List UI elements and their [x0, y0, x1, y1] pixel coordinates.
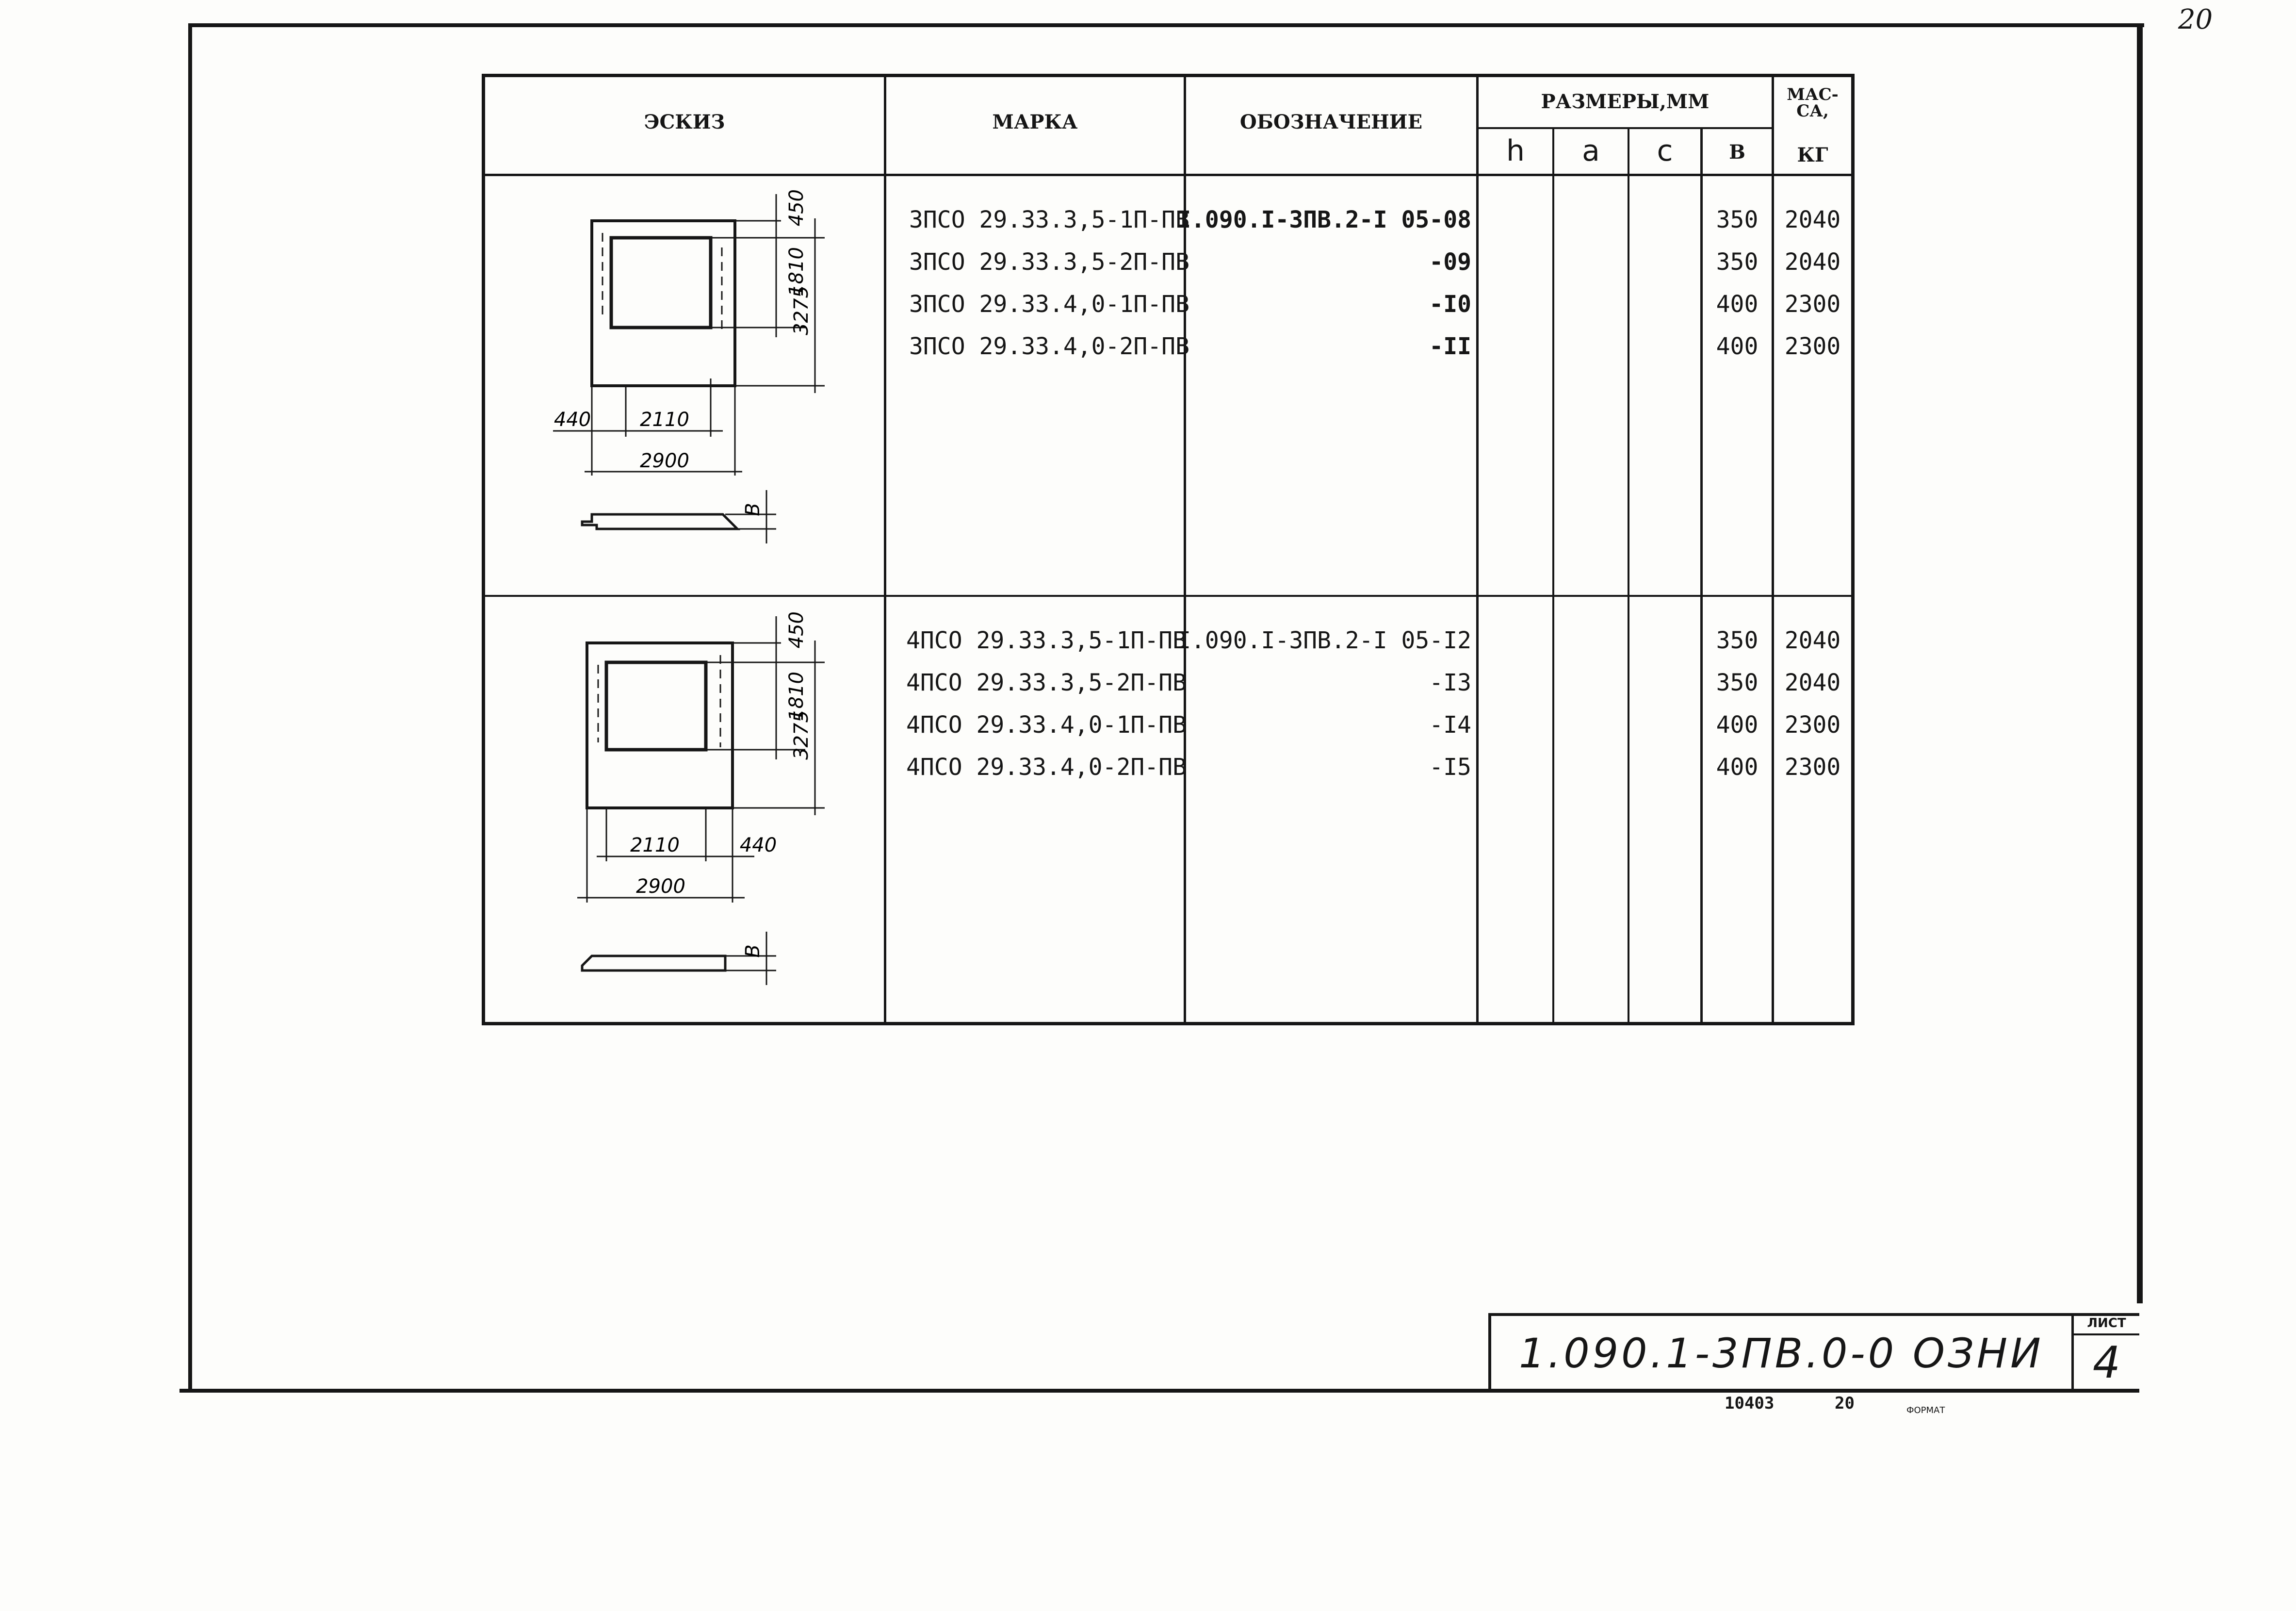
- g2-row3-b: 400: [1716, 711, 1759, 739]
- page-mark: 20: [2178, 4, 2213, 35]
- dim-window-width-label: 2110: [630, 834, 680, 856]
- panel-sketch-1: 450 1810 3275 440 2110 2900 B: [553, 189, 825, 543]
- g2-row4-designation: -I5: [1429, 754, 1471, 781]
- dim-thickness-label: B: [742, 944, 764, 957]
- group-separator: [482, 595, 1855, 597]
- header-mass-line2: СА,: [1796, 101, 1829, 121]
- g2-row2-mass: 2040: [1784, 669, 1841, 696]
- sheet-number: 4: [2092, 1337, 2121, 1388]
- table-top-border: [482, 74, 1855, 77]
- panel-outline: [590, 219, 736, 387]
- col-line-mass: [1772, 74, 1774, 1025]
- col-line-c: [1628, 127, 1629, 1025]
- dim-top-label: 450: [785, 189, 808, 226]
- copy-number: 20: [1835, 1394, 1855, 1413]
- col-line-mark: [884, 74, 886, 1025]
- g1-row4-mass: 2300: [1784, 333, 1841, 360]
- header-mass: МАС- СА,: [1774, 86, 1851, 119]
- dim-window-height-label: 1810: [785, 247, 808, 296]
- g2-row1-mass: 2040: [1784, 627, 1841, 654]
- g2-row2-designation: -I3: [1429, 669, 1471, 696]
- g2-row4-mark: 4ПСО 29.33.4,0-2П-ПВ: [906, 754, 1187, 781]
- g2-row1-designation: I.090.I-3ПВ.2-I 05-I2: [1177, 627, 1471, 654]
- window-opening: [604, 660, 708, 752]
- header-dimensions: РАЗМЕРЫ,ММ: [1541, 90, 1710, 113]
- frame-top-line: [189, 23, 2144, 27]
- header-h: h: [1506, 134, 1525, 168]
- g2-row3-mark: 4ПСО 29.33.4,0-1П-ПВ: [906, 711, 1187, 739]
- window-opening: [609, 236, 713, 329]
- g1-row3-designation: -I0: [1429, 291, 1471, 318]
- dim-total-width-label: 2900: [640, 450, 689, 472]
- g1-row2-mark: 3ПСО 29.33.3,5-2П-ПВ: [909, 248, 1189, 276]
- dim-right-label: 440: [740, 834, 777, 856]
- panel-sketch-2: 450 1810 3275 2110 440 2900 B: [577, 611, 825, 985]
- header-b: В: [1729, 141, 1745, 164]
- g1-row2-mass: 2040: [1784, 248, 1841, 276]
- g1-row1-mark: 3ПСО 29.33.3,5-1П-ПВ: [909, 206, 1189, 233]
- g2-row2-mark: 4ПСО 29.33.3,5-2П-ПВ: [906, 669, 1187, 696]
- g2-row3-mass: 2300: [1784, 711, 1841, 739]
- dim-top-label: 450: [785, 611, 808, 648]
- dim-total-height-label: 3275: [790, 710, 813, 760]
- g2-row2-b: 350: [1716, 669, 1759, 696]
- header-bottom-border: [482, 174, 1855, 176]
- table-left-border: [482, 74, 485, 1025]
- table-right-border: [1851, 74, 1855, 1025]
- title-block-top: [1489, 1313, 2139, 1316]
- dim-thickness-label: B: [742, 503, 764, 516]
- g1-row4-b: 400: [1716, 333, 1759, 360]
- document-code: 1.090.1-3ПВ.0-0 ОЗНИ: [1519, 1330, 2044, 1377]
- frame-left-line: [188, 23, 192, 1392]
- dims-subheader-line: [1477, 127, 1774, 129]
- header-mark: МАРКА: [992, 111, 1078, 133]
- title-block-left: [1488, 1313, 1491, 1391]
- col-line-a: [1552, 127, 1554, 1025]
- sheet-label: ЛИСТ: [2087, 1316, 2126, 1331]
- g1-row2-b: 350: [1716, 248, 1759, 276]
- header-c: c: [1657, 134, 1673, 168]
- dim-total-height-label: 3275: [790, 286, 813, 335]
- header-mass-unit: КГ: [1797, 144, 1828, 166]
- dim-total-width-label: 2900: [636, 875, 685, 898]
- order-number: 10403: [1725, 1394, 1775, 1413]
- col-line-h: [1476, 74, 1479, 1025]
- g2-row4-mass: 2300: [1784, 754, 1841, 781]
- dim-window-width-label: 2110: [640, 409, 689, 431]
- dim-window-height-label: 1810: [785, 672, 808, 721]
- col-line-designation: [1184, 74, 1186, 1025]
- header-a: a: [1582, 134, 1600, 168]
- g1-row2-designation: -09: [1429, 248, 1471, 276]
- table-bottom-border: [482, 1022, 1855, 1025]
- g1-row1-designation: I.090.I-3ПВ.2-I 05-08: [1177, 206, 1471, 233]
- g1-row1-b: 350: [1716, 206, 1759, 233]
- header-mass-line1: МАС-: [1787, 85, 1839, 104]
- g1-row4-mark: 3ПСО 29.33.4,0-2П-ПВ: [909, 333, 1189, 360]
- dim-left-label: 440: [554, 409, 591, 431]
- g2-row1-mark: 4ПСО 29.33.3,5-1П-ПВ: [906, 627, 1187, 654]
- g1-row3-mass: 2300: [1784, 291, 1841, 318]
- header-sketch: ЭСКИЗ: [644, 111, 725, 133]
- header-designation: ОБОЗНАЧЕНИЕ: [1239, 111, 1423, 133]
- panel-outline: [586, 641, 734, 809]
- format-label: ФОРМАТ: [1906, 1405, 1945, 1415]
- col-line-b: [1700, 127, 1703, 1025]
- g1-row3-mark: 3ПСО 29.33.4,0-1П-ПВ: [909, 291, 1189, 318]
- frame-bottom-line: [179, 1389, 2139, 1393]
- g2-row4-b: 400: [1716, 754, 1759, 781]
- g1-row1-mass: 2040: [1784, 206, 1841, 233]
- sheet-label-line: [2074, 1333, 2139, 1335]
- title-block-divider: [2071, 1313, 2074, 1391]
- g1-row3-b: 400: [1716, 291, 1759, 318]
- g2-row1-b: 350: [1716, 627, 1759, 654]
- g2-row3-designation: -I4: [1429, 711, 1471, 739]
- g1-row4-designation: -II: [1429, 333, 1471, 360]
- frame-right-line: [2137, 27, 2143, 1303]
